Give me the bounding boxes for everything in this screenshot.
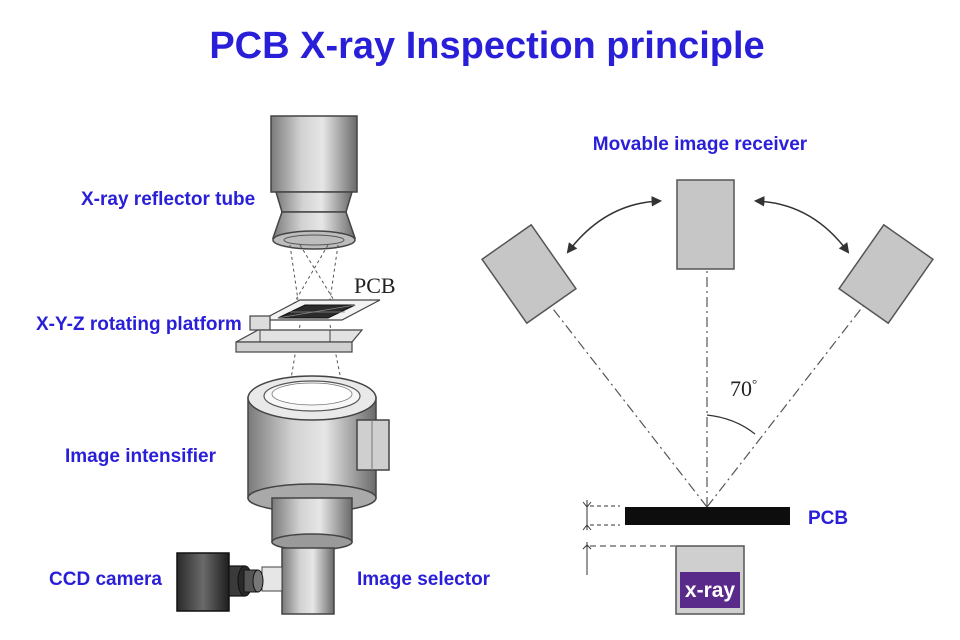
image-selector-label: Image selector xyxy=(357,569,491,590)
receiver-panel-left xyxy=(481,223,577,325)
pcb-label-right: PCB xyxy=(808,508,848,529)
xray-source-icon: x-ray xyxy=(675,545,745,615)
angle-arc xyxy=(706,414,756,435)
intensifier-label: Image intensifier xyxy=(65,446,217,467)
xray-tube-label: X-ray reflector tube xyxy=(81,189,255,210)
receiver-panel-right xyxy=(838,223,934,325)
image-intensifier-icon xyxy=(247,375,390,551)
platform-label: X-Y-Z rotating platform xyxy=(36,314,242,335)
motion-arrow-left xyxy=(566,196,663,254)
ccd-camera-icon xyxy=(176,552,264,612)
rotating-platform-icon xyxy=(235,299,381,353)
angle-label: 70° xyxy=(730,376,757,401)
pcb-label-left: PCB xyxy=(354,273,396,298)
receiver-ray-lines xyxy=(549,270,865,508)
receiver-label: Movable image receiver xyxy=(593,134,808,155)
xray-tube-icon xyxy=(270,115,358,250)
xray-source-label: x-ray xyxy=(685,579,736,602)
ccd-camera-label: CCD camera xyxy=(49,569,162,590)
receiver-panel-center xyxy=(676,179,735,270)
image-selector-icon xyxy=(261,547,335,615)
image-receiver-panel-icon xyxy=(481,179,934,325)
motion-arrow-right xyxy=(753,196,850,254)
pcb-bar xyxy=(625,507,790,525)
page-title: PCB X-ray Inspection principle xyxy=(209,25,764,67)
xray-badge xyxy=(680,572,740,608)
distance-markers xyxy=(582,500,675,575)
xray-beam-lines xyxy=(289,244,343,386)
